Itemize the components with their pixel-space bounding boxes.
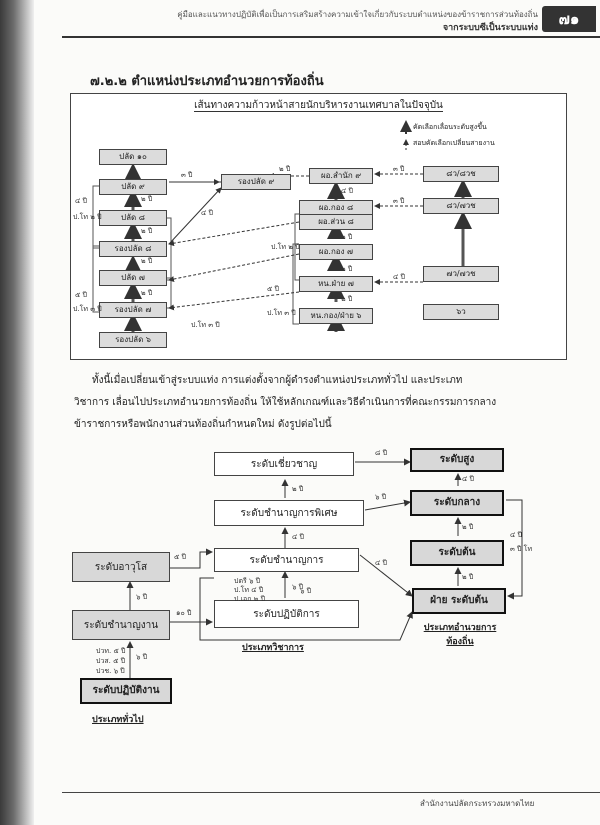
lbl: ๒ ปี: [462, 523, 474, 531]
header-line1: คู่มือและแนวทางปฏิบัติเพื่อเป็นการเสริมส…: [177, 10, 538, 19]
lbl: ๒ ปี: [341, 265, 353, 273]
caption-academic: ประเภทวิชาการ: [242, 643, 304, 653]
lbl: ป.โท ๓ ปี: [267, 309, 296, 317]
lbl: ๔ ปี: [341, 187, 353, 195]
node-8v-7vch: ๘ว/๗วช: [423, 198, 499, 214]
lbl: ๖ ปี: [136, 653, 148, 661]
level-experienced: ระดับชำนาญงาน: [72, 610, 170, 640]
paragraph-line3: ข้าราชการหรือพนักงานส่วนท้องถิ่นกำหนดใหม…: [74, 419, 332, 430]
lbl: ๖ ปี: [375, 493, 387, 501]
caption-director-1: ประเภทอำนวยการ: [423, 623, 497, 633]
node-rongpalad-6: รองปลัด ๖: [99, 332, 167, 348]
level-practitioner: ระดับปฏิบัติการ: [214, 600, 359, 628]
node-rongpalad-7: รองปลัด ๗: [99, 302, 167, 318]
footer-rule: [62, 792, 600, 793]
node-palad-10: ปลัด ๑๐: [99, 149, 167, 165]
node-head-sec-7: หน.ฝ่าย ๗: [299, 276, 373, 292]
lbl: ๔ ปี: [462, 475, 474, 483]
lbl: ๓ ปี โท: [510, 545, 533, 553]
lbl: ๑๐ ปี: [176, 609, 192, 617]
lbl: ๒ ปี: [292, 485, 304, 493]
lbl: ๒ ปี: [341, 233, 353, 241]
lbl: ๕ ปี: [174, 553, 186, 561]
lbl: ๒ ปี: [141, 257, 153, 265]
legend-dashed: สอบคัดเลือกเปลี่ยนสายงาน: [413, 139, 495, 147]
lbl: ปตรี ๖ ปี: [234, 577, 261, 585]
level-section-initial: ฝ่าย ระดับต้น: [412, 588, 506, 614]
paragraph-line1: ทั้งนี้เมื่อเปลี่ยนเข้าสู่ระบบแท่ง การแต…: [92, 375, 463, 386]
page-header: คู่มือและแนวทางปฏิบัติเพื่อเป็นการเสริมส…: [62, 6, 600, 38]
lbl: ๖ ปี: [300, 587, 312, 595]
header-line2: จากระบบซีเป็นระบบแท่ง: [442, 23, 538, 33]
node-8v-8vch: ๘ว/๘วช: [423, 166, 499, 182]
level-middle: ระดับกลาง: [410, 490, 504, 516]
lbl: ป.โท ๒ ปี: [73, 213, 102, 221]
section-title: ๗.๒.๒ ตำแหน่งประเภทอำนวยการท้องถิ่น: [90, 74, 324, 89]
lbl: ๔ ปี: [201, 209, 213, 217]
lbl: ป.โท ๔ ปี: [234, 586, 264, 594]
lbl: ๒ ปี: [462, 573, 474, 581]
lbl: ๕ ปี: [267, 285, 279, 293]
node-7v-7vch: ๗ว/๗วช: [423, 266, 499, 282]
figure1-title: เส้นทางความก้าวหน้าสายนักบริหารงานเทศบาล…: [194, 100, 443, 112]
lbl: ๔ ปี: [75, 197, 87, 205]
page-number: ๗๑: [542, 6, 596, 32]
node-head-6: หน.กอง/ฝ่าย ๖: [299, 308, 373, 324]
level-operational: ระดับปฏิบัติงาน: [80, 678, 172, 704]
legend-solid: คัดเลือกเลื่อนระดับสูงขึ้น: [413, 123, 487, 131]
lbl: ๖ ปี: [136, 593, 148, 601]
node-palad-7: ปลัด ๗: [99, 270, 167, 286]
node-rongpalad-9: รองปลัด ๙: [221, 174, 291, 190]
lbl: ๓ ปี: [393, 165, 405, 173]
lbl: ๔ ปี: [375, 559, 387, 567]
lbl: ป.โท ๓ ปี: [191, 321, 220, 329]
node-6v: ๖ว: [423, 304, 499, 320]
caption-general: ประเภททั่วไป: [92, 715, 144, 725]
node-director-div-7: ผอ.กอง ๗: [299, 244, 373, 260]
figure1-arrows: [92, 120, 472, 332]
node-director-sec-8: ผอ.ส่วน ๘: [299, 214, 373, 230]
lbl: ๔ ปี: [292, 533, 304, 541]
lbl: ๘ ปี: [375, 449, 388, 457]
level-high: ระดับสูง: [410, 448, 504, 472]
node-palad-8: ปลัด ๘: [99, 210, 167, 226]
book-spine: [0, 0, 34, 825]
level-professional: ระดับชำนาญการ: [214, 548, 359, 572]
lbl: ๓ ปี: [181, 171, 193, 179]
lbl: ๓ ปี: [393, 197, 405, 205]
lbl: ปวท. ๕ ปี: [96, 647, 126, 655]
lbl: ๖ ปี: [292, 583, 304, 591]
level-senior-professional: ระดับชำนาญการพิเศษ: [214, 500, 364, 526]
lbl: ๒ ปี: [279, 165, 291, 173]
lbl: ๒ ปี: [141, 195, 153, 203]
node-director-office-9: ผอ.สำนัก ๙: [309, 168, 373, 184]
level-expert: ระดับเชี่ยวชาญ: [214, 452, 354, 476]
lbl: ๒ ปี: [141, 227, 153, 235]
caption-director-2: ท้องถิ่น: [446, 637, 474, 647]
lbl: ๕ ปี: [75, 291, 87, 299]
lbl: ๔ ปี: [510, 531, 522, 539]
lbl: ป.โท ๒ ปี: [271, 243, 300, 251]
node-rongpalad-8: รองปลัด ๘: [99, 241, 167, 257]
paragraph-line2: วิชาการ เลื่อนไปประเภทอำนวยการท้องถิ่น ใ…: [74, 397, 497, 408]
figure-career-path: เส้นทางความก้าวหน้าสายนักบริหารงานเทศบาล…: [70, 93, 567, 360]
footer-text: สำนักงานปลัดกระทรวงมหาดไทย: [420, 799, 535, 808]
node-palad-9: ปลัด ๙: [99, 179, 167, 195]
lbl: ๒ ปี: [141, 289, 153, 297]
lbl: ๒ ปี: [341, 295, 353, 303]
level-initial: ระดับต้น: [410, 540, 504, 566]
lbl: ๔ ปี: [393, 273, 405, 281]
lbl: ปวช. ๖ ปี: [96, 667, 125, 675]
lbl: ปวส. ๕ ปี: [96, 657, 126, 665]
lbl: ป.โท ๓ ปี: [73, 305, 102, 313]
lbl: ป.เอก ๒ ปี: [234, 595, 266, 603]
level-senior: ระดับอาวุโส: [72, 552, 170, 582]
